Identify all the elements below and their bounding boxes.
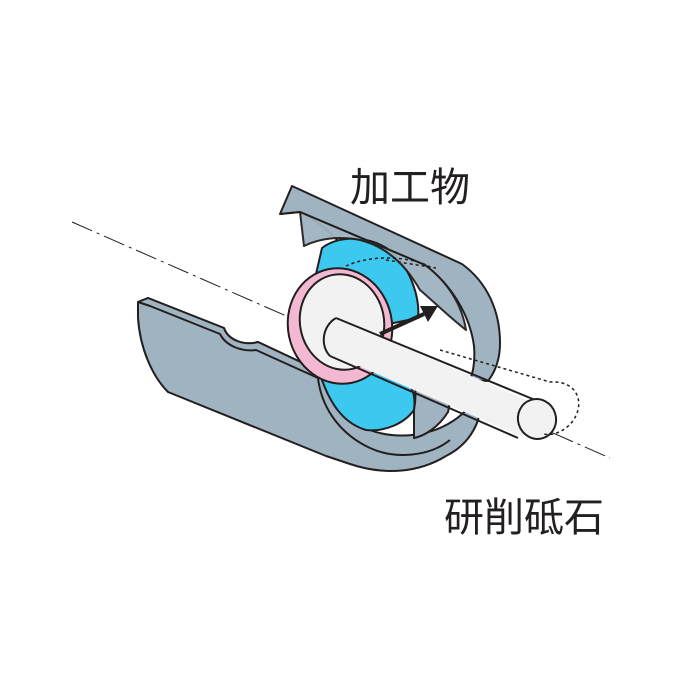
grinding-stone-label: 研削砥石	[444, 498, 604, 538]
workpiece-label: 加工物	[350, 168, 470, 208]
